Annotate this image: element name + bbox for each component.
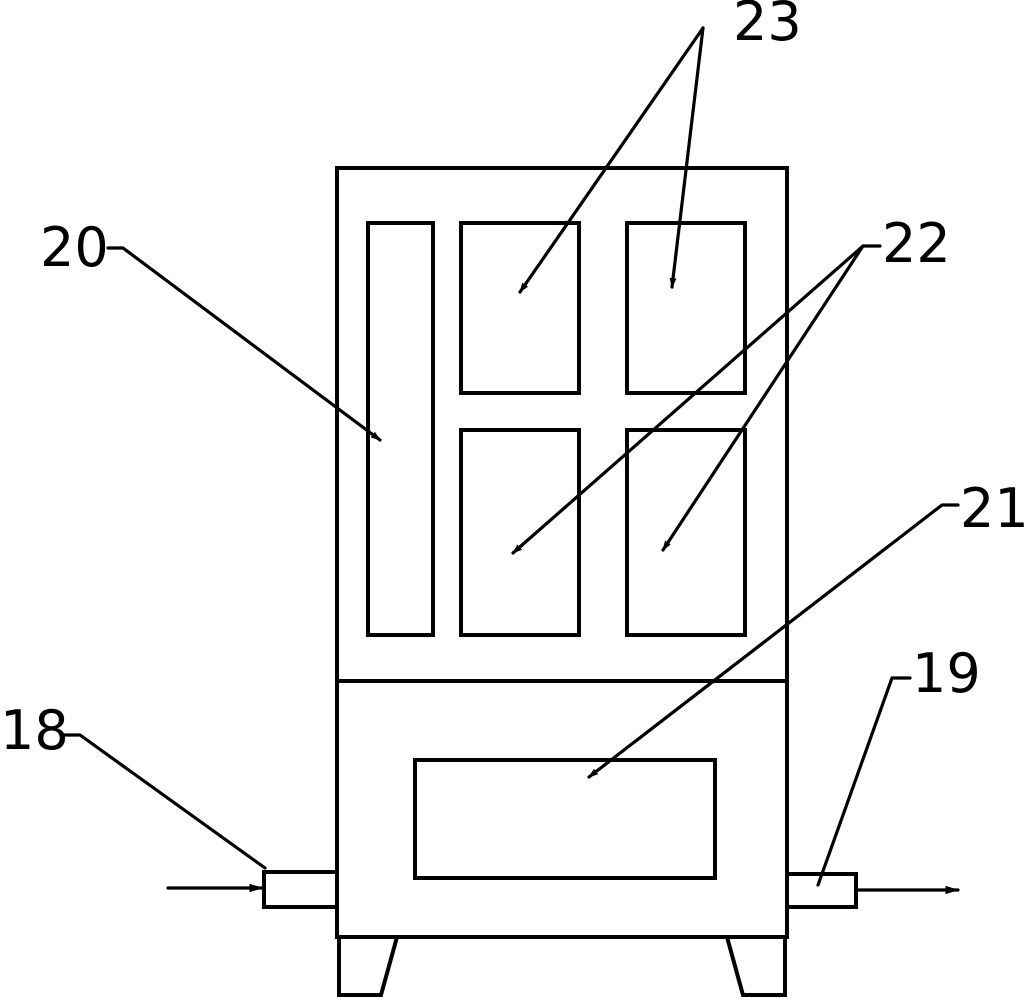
part-21-lower-panel: [413, 758, 717, 880]
leader-18: [63, 733, 267, 870]
reference-label-22: 22: [882, 212, 951, 275]
part-23-upper-left-panel: [459, 221, 581, 395]
reference-label-20: 20: [40, 216, 109, 279]
right-foot: [725, 936, 787, 997]
leader-21: [587, 503, 960, 779]
cabinet-upper-body: [335, 166, 789, 683]
part-20-vertical-panel: [366, 221, 435, 637]
leader-23-right: [669, 26, 705, 289]
part-22-lower-left-panel: [459, 428, 581, 637]
reference-label-23: 23: [733, 0, 802, 53]
leader-20: [106, 246, 382, 442]
part-22-lower-right-panel: [625, 428, 747, 637]
reference-label-21: 21: [960, 477, 1028, 540]
reference-label-18: 18: [0, 699, 69, 762]
cabinet: [262, 166, 858, 997]
leader-22-left: [511, 244, 882, 555]
part-23-upper-right-panel: [625, 221, 747, 395]
leader-19: [816, 676, 912, 887]
part-18-inlet-pipe: [262, 870, 339, 909]
leader-23-left: [518, 26, 705, 294]
left-foot: [337, 936, 399, 997]
leader-22-right: [661, 244, 865, 552]
reference-label-19: 19: [912, 642, 981, 705]
cabinet-lower-body: [335, 679, 789, 939]
